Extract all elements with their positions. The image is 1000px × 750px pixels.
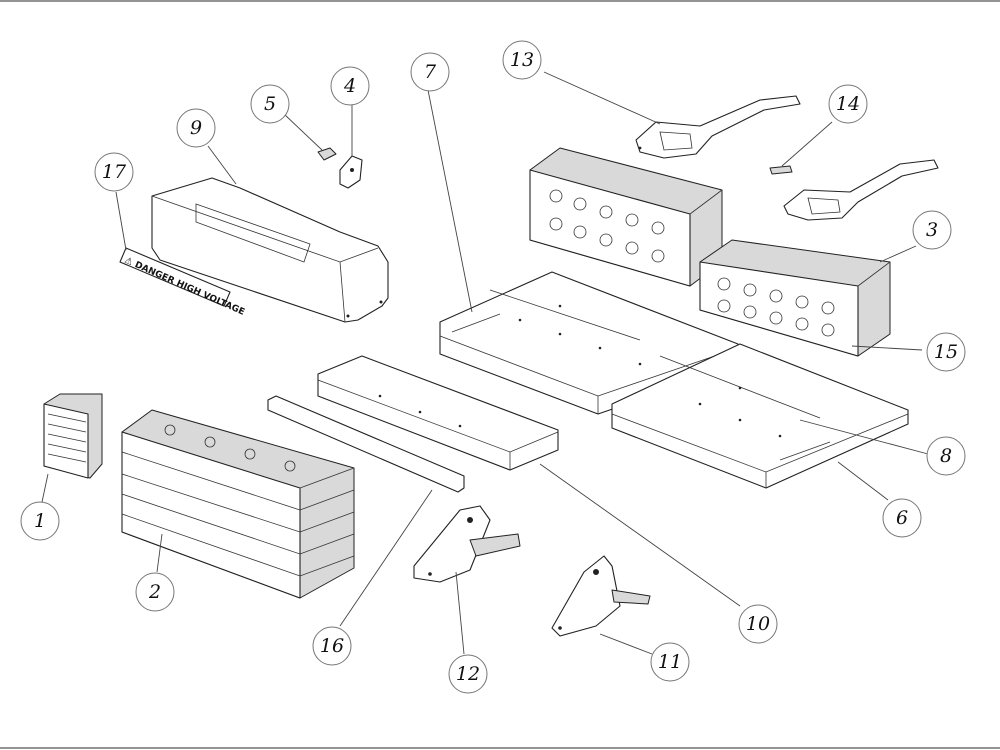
leader-7 [427, 89, 473, 313]
callout-11-label: 11 [658, 651, 682, 673]
bracket-part-4 [339, 155, 363, 189]
callout-12-label: 12 [456, 663, 480, 685]
leader-lines [41, 71, 929, 655]
callout-5-label: 5 [264, 93, 276, 115]
leader-1 [41, 473, 49, 503]
callout-2-label: 2 [148, 581, 161, 603]
leader-13 [543, 71, 661, 125]
callout-5: 5 [250, 84, 290, 124]
callout-2: 2 [135, 572, 175, 612]
callout-13: 13 [502, 40, 542, 80]
callout-10: 10 [738, 604, 778, 644]
connector-part-14 [769, 165, 793, 175]
callout-4: 4 [330, 66, 370, 106]
leader-9 [207, 145, 237, 185]
leader-12 [455, 571, 465, 655]
battery-tray-part-6 [611, 343, 909, 489]
strip-part-16 [267, 395, 465, 493]
callout-9: 9 [176, 108, 216, 148]
clip-part-5 [317, 147, 337, 161]
leader-2 [156, 533, 163, 573]
callout-14: 14 [828, 84, 868, 124]
leader-5 [283, 113, 323, 151]
callout-17-label: 17 [102, 161, 127, 183]
leader-15 [851, 345, 923, 351]
leader-8 [799, 419, 929, 455]
cell-module-rear [529, 147, 723, 287]
callout-14-label: 14 [836, 93, 860, 115]
callout-6: 6 [882, 498, 922, 538]
callout-15-label: 15 [934, 341, 958, 363]
callout-6-label: 6 [896, 507, 908, 529]
callout-4-label: 4 [343, 75, 356, 97]
leader-11 [599, 633, 653, 655]
callout-8-label: 8 [940, 445, 952, 467]
leader-3 [879, 245, 917, 263]
top-cover-part [151, 177, 389, 323]
callout-3-label: 3 [926, 219, 938, 241]
callout-1: 1 [20, 501, 60, 541]
busbar-frame-part-13 [635, 95, 801, 159]
cell-module-front [699, 239, 891, 357]
leader-6 [837, 461, 889, 501]
callout-15: 15 [926, 332, 966, 372]
callout-3: 3 [912, 210, 952, 250]
leader-10 [539, 463, 741, 607]
callout-17: 17 [94, 152, 134, 192]
leader-17 [115, 191, 127, 251]
mount-bracket-part-12 [413, 505, 521, 583]
callout-8: 8 [926, 436, 966, 476]
leader-16 [339, 489, 433, 627]
callout-13-label: 13 [510, 49, 534, 71]
callout-9-label: 9 [190, 117, 202, 139]
callout-16: 16 [312, 626, 352, 666]
busbar-frame-part-14a [783, 159, 939, 221]
callout-16-label: 16 [320, 635, 344, 657]
callout-1-label: 1 [34, 510, 46, 532]
callouts: 1 2 3 4 5 6 7 8 [20, 40, 966, 694]
leader-14 [781, 121, 833, 167]
cell-stack-part-2 [121, 409, 355, 599]
callout-10-label: 10 [746, 613, 770, 635]
single-cell-part-1 [43, 393, 103, 479]
callout-7: 7 [410, 52, 450, 92]
callout-11: 11 [650, 642, 690, 682]
mount-bracket-part-11 [551, 555, 651, 637]
channel-part-10 [317, 355, 559, 471]
callout-12: 12 [448, 654, 488, 694]
callout-7-label: 7 [424, 61, 437, 83]
